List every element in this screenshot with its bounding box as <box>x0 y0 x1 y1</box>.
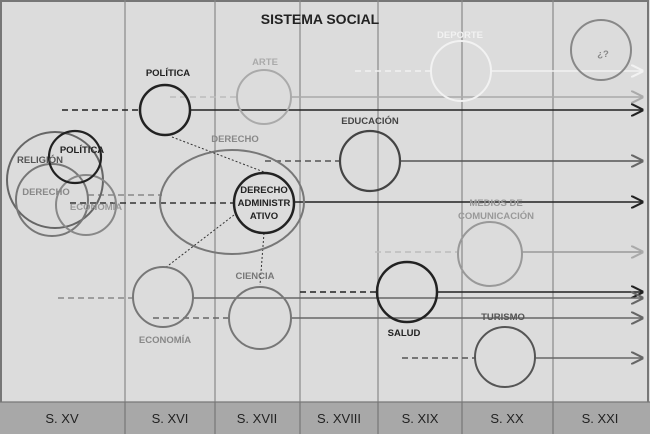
salud-circle <box>375 260 439 324</box>
century-label: S. XVI <box>152 411 189 426</box>
deporte-circle <box>430 40 492 102</box>
educacion-label: EDUCACIÓN <box>341 115 399 127</box>
politica-left-label: POLÍTICA <box>60 145 104 156</box>
derecho-ellipse <box>159 149 305 255</box>
politica-left-circle <box>47 129 103 185</box>
derecho-label: DERECHO <box>211 134 259 145</box>
connector-politica-derecho-admin <box>171 136 265 173</box>
century-label: S. XIX <box>402 411 439 426</box>
educacion-circle <box>338 129 402 193</box>
century-label: S. XXI <box>582 411 619 426</box>
derecho-admin-label-3: ATIVO <box>250 211 278 222</box>
economia-label: ECONOMÍA <box>139 335 191 346</box>
connector-economia-derecho-admin <box>164 214 235 269</box>
derecho-admin-circle <box>232 171 296 235</box>
turismo-label: TURISMO <box>481 312 525 323</box>
arte-circle <box>236 69 292 125</box>
century-bar <box>0 402 650 434</box>
arte-label: ARTE <box>252 57 278 68</box>
religion-label: RELIGIÓN <box>17 154 63 166</box>
medios-label-2: COMUNICACIÓN <box>458 210 534 222</box>
medios-circle <box>457 221 523 287</box>
economia-circle <box>132 266 194 328</box>
derecho-left-circle <box>15 163 89 237</box>
century-label: S. XV <box>45 411 79 426</box>
century-label: S. XX <box>490 411 524 426</box>
salud-label: SALUD <box>388 328 421 339</box>
diagram-title: SISTEMA SOCIAL <box>261 11 380 27</box>
politica-label: POLÍTICA <box>146 68 190 79</box>
politica-circle <box>138 83 192 137</box>
unknown-label: ¿? <box>597 49 609 60</box>
economia-left-circle <box>55 174 117 236</box>
century-label: S. XVII <box>237 411 277 426</box>
economia-left-label: ECONOMÍA <box>70 202 122 213</box>
medios-label-1: MEDIOS DE <box>469 198 522 209</box>
century-label: S. XVIII <box>317 411 361 426</box>
ciencia-label: CIENCIA <box>235 271 274 282</box>
connector-ciencia-derecho-admin <box>259 232 265 286</box>
unknown-circle <box>570 19 632 81</box>
ciencia-circle <box>228 286 292 350</box>
derecho-admin-label-2: ADMINISTR <box>238 198 291 209</box>
derecho-admin-label-1: DERECHO <box>240 185 288 196</box>
deporte-label: DEPORTE <box>437 30 483 41</box>
derecho-left-label: DERECHO <box>22 187 70 198</box>
turismo-circle <box>474 326 536 388</box>
century-dividers <box>124 0 554 402</box>
